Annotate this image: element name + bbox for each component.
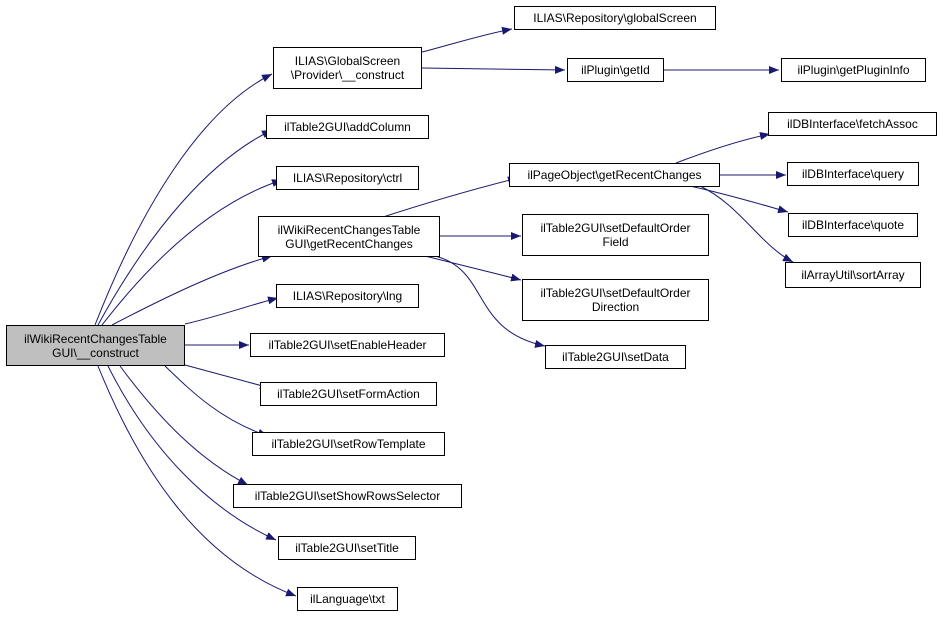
node-repo-lng-label: ILIAS\Repository\lng <box>292 289 403 303</box>
node-repo-global-screen[interactable]: ILIAS\Repository\globalScreen <box>514 6 716 30</box>
node-language-txt-label: ilLanguage\txt <box>310 592 385 606</box>
node-set-title-label: ilTable2GUI\setTitle <box>295 541 399 555</box>
node-db-query-label: ilDBInterface\query <box>801 167 905 181</box>
edge-page-object-to-sort-array <box>699 185 794 263</box>
node-set-default-order-field-line2: Field <box>602 235 629 249</box>
edge-page-object-to-quote <box>689 185 789 214</box>
edge-root-to-set-show-rows-selector <box>119 365 249 486</box>
node-root-line2: GUI\__construct <box>52 345 139 360</box>
node-add-column-label: ilTable2GUI\addColumn <box>284 120 411 134</box>
node-set-data-label: ilTable2GUI\setData <box>562 350 669 364</box>
node-page-object-recent-label: ilPageObject\getRecentChanges <box>527 168 702 182</box>
node-set-enable-header-label: ilTable2GUI\setEnableHeader <box>268 338 427 352</box>
node-set-default-order-direction-line1: ilTable2GUI\setDefaultOrder <box>540 286 691 300</box>
node-set-default-order-direction[interactable]: ilTable2GUI\setDefaultOrder Direction <box>522 279 709 321</box>
node-db-query[interactable]: ilDBInterface\query <box>787 162 919 186</box>
node-set-data[interactable]: ilTable2GUI\setData <box>545 345 686 369</box>
node-set-default-order-direction-line2: Direction <box>591 300 640 314</box>
node-repo-ctrl[interactable]: ILIAS\Repository\ctrl <box>276 166 419 190</box>
node-array-sort[interactable]: ilArrayUtil\sortArray <box>785 262 921 288</box>
node-repo-ctrl-label: ILIAS\Repository\ctrl <box>292 171 403 185</box>
node-set-row-template[interactable]: ilTable2GUI\setRowTemplate <box>252 432 445 456</box>
edge-root-to-set-form-action <box>184 364 271 390</box>
edge-root-to-repo-lng <box>184 296 279 325</box>
node-set-form-action-label: ilTable2GUI\setFormAction <box>277 387 420 401</box>
node-root-line1: ilWikiRecentChangesTable <box>24 331 167 346</box>
node-plugin-get-info[interactable]: ilPlugin\getPluginInfo <box>781 58 926 82</box>
node-repo-lng[interactable]: ILIAS\Repository\lng <box>276 284 419 308</box>
node-gs-provider-line2: \Provider\__construct <box>290 68 405 82</box>
node-set-show-rows-selector-label: ilTable2GUI\setShowRowsSelector <box>254 489 441 503</box>
node-get-recent-changes-line1: ilWikiRecentChangesTable <box>277 222 421 237</box>
node-set-form-action[interactable]: ilTable2GUI\setFormAction <box>260 382 437 406</box>
node-plugin-get-id[interactable]: ilPlugin\getId <box>567 58 664 82</box>
node-gs-provider-construct[interactable]: ILIAS\GlobalScreen \Provider\__construct <box>273 47 422 89</box>
node-set-title[interactable]: ilTable2GUI\setTitle <box>278 536 416 560</box>
node-page-object-recent[interactable]: ilPageObject\getRecentChanges <box>509 163 720 187</box>
node-root-construct: ilWikiRecentChangesTable GUI\__construct <box>6 325 185 366</box>
node-set-default-order-field[interactable]: ilTable2GUI\setDefaultOrder Field <box>522 214 709 256</box>
node-db-quote-label: ilDBInterface\quote <box>801 218 905 232</box>
edge-gs-provider-to-plugin-get-id <box>421 65 566 74</box>
node-plugin-get-info-label: ilPlugin\getPluginInfo <box>797 63 910 77</box>
edge-root-to-set-title <box>107 365 277 541</box>
edge-root-to-repo-ctrl <box>101 179 283 326</box>
node-db-fetch-assoc-label: ilDBInterface\fetchAssoc <box>787 117 918 131</box>
node-array-sort-label: ilArrayUtil\sortArray <box>801 268 905 282</box>
node-db-fetch-assoc[interactable]: ilDBInterface\fetchAssoc <box>768 112 937 136</box>
edge-recent-to-set-data <box>434 255 546 348</box>
node-set-row-template-label: ilTable2GUI\setRowTemplate <box>271 437 426 451</box>
edge-recent-to-default-order-direction <box>424 255 522 282</box>
edge-root-to-language-txt <box>97 365 297 597</box>
node-language-txt[interactable]: ilLanguage\txt <box>297 587 398 611</box>
node-repo-global-screen-label: ILIAS\Repository\globalScreen <box>533 11 697 25</box>
node-plugin-get-id-label: ilPlugin\getId <box>581 63 650 77</box>
node-get-recent-changes-line2: GUI\getRecentChanges <box>285 236 413 251</box>
edge-page-object-to-fetch-assoc <box>675 132 771 164</box>
node-set-default-order-field-line1: ilTable2GUI\setDefaultOrder <box>540 221 691 235</box>
node-set-enable-header[interactable]: ilTable2GUI\setEnableHeader <box>250 333 445 357</box>
edge-root-to-set-row-template <box>164 365 269 437</box>
node-gs-provider-line1: ILIAS\GlobalScreen <box>294 54 401 68</box>
node-db-quote[interactable]: ilDBInterface\quote <box>788 213 918 237</box>
node-set-show-rows-selector[interactable]: ilTable2GUI\setShowRowsSelector <box>233 484 462 508</box>
node-get-recent-changes[interactable]: ilWikiRecentChangesTable GUI\getRecentCh… <box>258 216 440 257</box>
node-add-column[interactable]: ilTable2GUI\addColumn <box>266 115 429 139</box>
edge-root-to-get-recent-changes <box>111 254 273 326</box>
edge-gs-provider-to-repo-global-screen <box>421 26 513 53</box>
edge-root-to-add-column <box>97 129 273 326</box>
edge-recent-to-page-object <box>379 176 519 219</box>
edge-root-to-gs-provider <box>94 73 273 326</box>
